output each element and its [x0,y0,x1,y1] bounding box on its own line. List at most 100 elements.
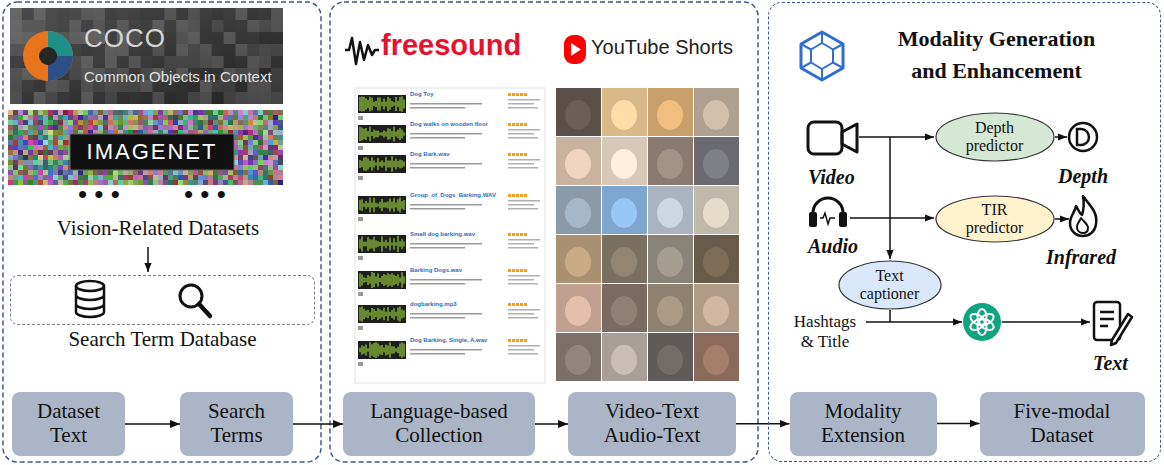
audio-icon [813,198,843,222]
search-results-screenshot [358,153,540,180]
imagenet-mosaic [83,170,88,175]
imagenet-mosaic [83,110,88,115]
imagenet-mosaic [168,175,173,180]
video-thumbnail-grid [694,88,739,136]
audio-icon [809,212,817,227]
imagenet-mosaic [218,115,223,120]
imagenet-mosaic [43,175,48,180]
imagenet-mosaic [78,115,83,120]
imagenet-mosaic [68,110,73,115]
imagenet-mosaic [143,110,148,115]
imagenet-mosaic [138,125,143,130]
imagenet-mosaic [13,130,18,135]
imagenet-mosaic [218,170,223,175]
imagenet-mosaic [98,125,103,130]
imagenet-mosaic [48,150,53,155]
sound-title: Dog Barking, Single, A.wav [410,337,487,344]
imagenet-mosaic [23,150,28,155]
imagenet-mosaic [248,175,253,180]
imagenet-mosaic [188,115,193,120]
search-results-screenshot [508,93,527,96]
imagenet-mosaic [73,110,78,115]
coco-logo-image [10,8,283,104]
imagenet-mosaic [153,170,158,175]
imagenet-mosaic [18,110,23,115]
video-thumbnail-grid [648,284,693,332]
sound-title: Dog walks on wooden floor [410,121,488,128]
imagenet-mosaic [23,175,28,180]
coco-logo-image [105,92,117,104]
imagenet-mosaic [53,175,58,180]
imagenet-mosaic [23,130,28,135]
imagenet-mosaic [248,160,253,165]
imagenet-mosaic [273,170,278,175]
imagenet-mosaic [243,140,248,145]
imagenet-mosaic [253,170,258,175]
youtube-shorts-icon [564,35,586,64]
imagenet-mosaic [48,165,53,170]
flow-arrow [293,423,343,425]
imagenet-mosaic [278,150,283,155]
coco-logo-image [164,32,176,44]
imagenet-mosaic [8,145,13,150]
imagenet-mosaic [18,120,23,125]
imagenet-mosaic [278,125,283,130]
imagenet-mosaic [13,120,18,125]
imagenet-mosaic [203,170,208,175]
imagenet-mosaic [188,125,193,130]
coco-logo-image [224,44,236,56]
imagenet-mosaic [63,120,68,125]
imagenet-mosaic [278,130,283,135]
imagenet-mosaic [28,165,33,170]
imagenet-mosaic [273,115,278,120]
imagenet-mosaic [13,115,18,120]
imagenet-mosaic [98,110,103,115]
imagenet-mosaic [263,145,268,150]
coco-logo-image [188,20,200,32]
dashed-panel [330,2,758,462]
imagenet-mosaic [213,115,218,120]
imagenet-mosaic [163,120,168,125]
imagenet-mosaic [93,110,98,115]
imagenet-mosaic [153,125,158,130]
imagenet-mosaic [268,125,273,130]
video-thumbnail-grid [648,235,693,283]
search-results-screenshot [508,303,527,306]
video-thumbnail-grid [648,333,693,381]
imagenet-mosaic [258,130,263,135]
coco-logo-image [34,20,46,32]
coco-logo-image [46,8,58,20]
imagenet-mosaic [183,125,188,130]
coco-logo-image [129,56,141,68]
imagenet-mosaic [143,125,148,130]
imagenet-mosaic [198,170,203,175]
coco-logo-image [152,56,164,68]
imagenet-mosaic [238,135,243,140]
search-results-screenshot [358,93,540,120]
search-results-screenshot [508,159,540,169]
imagenet-mosaic [48,180,53,185]
video-thumbnail-grid [602,333,647,381]
imagenet-mosaic [253,145,258,150]
modality-label: Infrared [1046,246,1116,269]
coco-logo-image [34,92,46,104]
imagenet-mosaic [43,155,48,160]
coco-logo-image [105,8,117,20]
sound-title: Small dog barking.wav [410,231,475,238]
imagenet-mosaic [203,125,208,130]
imagenet-mosaic [13,145,18,150]
imagenet-mosaic [243,165,248,170]
imagenet-mosaic [253,180,258,185]
imagenet-mosaic [163,110,168,115]
imagenet-mosaic [233,110,238,115]
imagenet-mosaic [18,155,23,160]
search-results-screenshot [360,342,404,358]
coco-logo-image [93,56,105,68]
imagenet-mosaic [113,170,118,175]
imagenet-mosaic [208,110,213,115]
coco-logo-image [57,80,69,92]
imagenet-mosaic [248,150,253,155]
imagenet-mosaic [123,180,128,185]
imagenet-mosaic [63,180,68,185]
imagenet-mosaic [258,150,263,155]
